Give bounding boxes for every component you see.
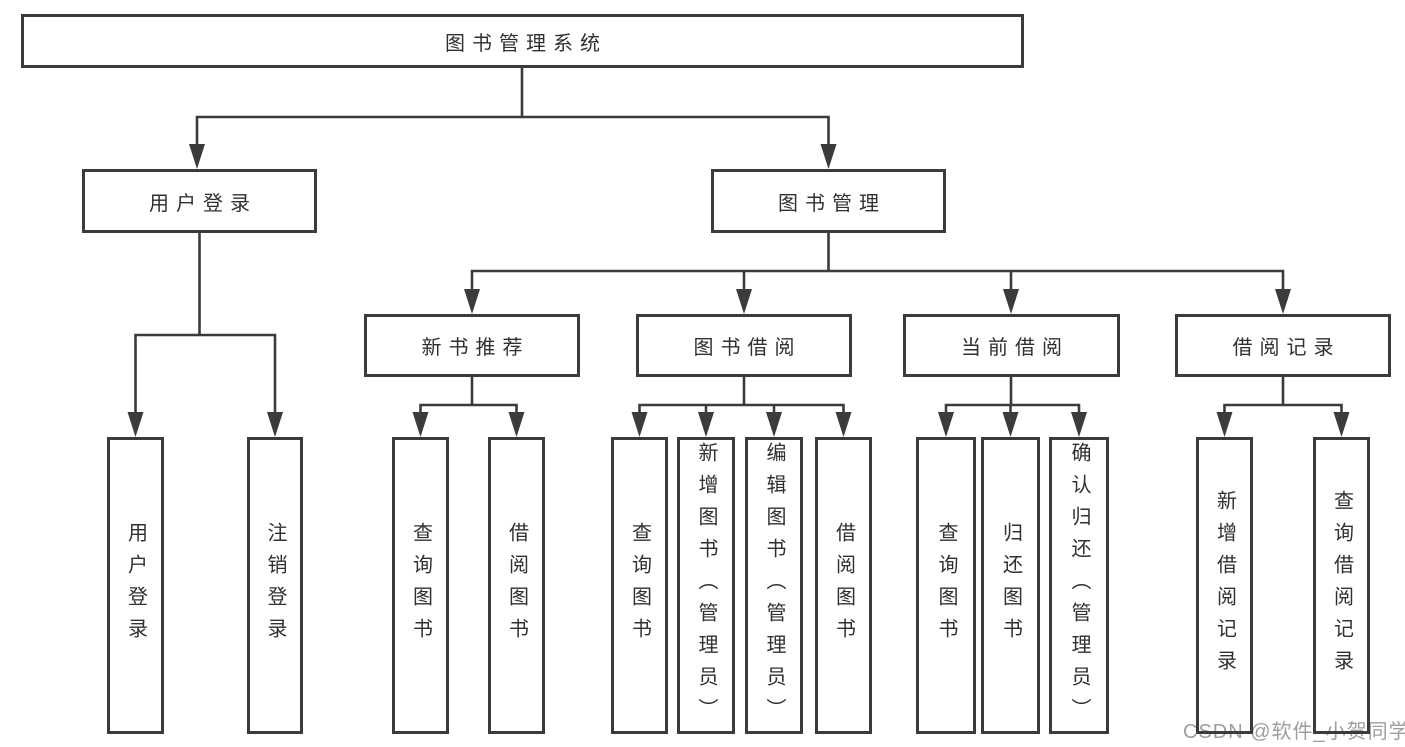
node-label: 图书借阅	[693, 337, 802, 359]
leaf-query-borrow-record: 查询借阅记录	[1313, 437, 1370, 734]
node-new-book-recommendation: 新书推荐	[364, 314, 580, 377]
leaf-logout-login: 注销登录	[247, 437, 303, 734]
arrowhead	[835, 412, 852, 437]
arrowhead	[267, 412, 283, 437]
node-label: 查询图书	[409, 521, 432, 650]
node-label: 注销登录	[264, 521, 286, 650]
node-borrowing-records: 借阅记录	[1175, 314, 1391, 377]
leaf-return-books: 归还图书	[981, 437, 1040, 734]
leaf-borrow-books-recommend: 借阅图书	[488, 437, 545, 734]
node-label: 新增借阅记录	[1213, 489, 1236, 682]
arrowhead	[1275, 289, 1291, 314]
arrowhead	[1002, 412, 1019, 437]
leaf-add-borrow-record: 新增借阅记录	[1196, 437, 1253, 734]
node-label: 当前借阅	[961, 337, 1069, 359]
connector-book-borrowing-to-leaves	[631, 375, 852, 437]
arrowhead	[631, 412, 648, 437]
leaf-borrow-books: 借阅图书	[815, 437, 872, 734]
node-label: 借阅图书	[505, 521, 528, 650]
arrowhead	[736, 289, 752, 314]
leaf-user-login: 用户登录	[107, 437, 164, 734]
node-current-borrowing: 当前借阅	[903, 314, 1120, 377]
arrowhead	[766, 412, 782, 437]
arrowhead	[938, 412, 954, 437]
arrowhead	[1003, 289, 1019, 314]
leaf-query-books-borrowing: 查询图书	[611, 437, 668, 734]
node-user-login: 用户登录	[82, 169, 317, 233]
node-label: 查询图书	[628, 521, 651, 650]
connector-current-borrowing-to-leaves	[938, 375, 1087, 437]
node-label: 借阅图书	[832, 521, 855, 650]
connector-root-to-level2	[189, 66, 837, 169]
arrowhead	[1216, 412, 1233, 437]
leaf-query-books-recommend: 查询图书	[392, 437, 449, 734]
csdn-watermark: CSDN @软件_小贺同学	[1183, 721, 1405, 743]
arrowhead	[698, 412, 714, 437]
arrowhead	[820, 144, 837, 169]
node-label: 查询借阅记录	[1330, 489, 1353, 682]
leaf-add-book-admin: 新增图书（管理员）	[677, 437, 735, 734]
node-label: 编辑图书（管理员）	[763, 441, 785, 730]
node-label: 图书管理系统	[445, 32, 607, 55]
node-book-borrowing: 图书借阅	[636, 314, 852, 377]
connector-book-management-to-level3	[464, 231, 1291, 314]
connector-user-login-to-leaves	[127, 231, 283, 437]
connector-borrowing-records-to-leaves	[1216, 375, 1350, 437]
arrowhead	[1333, 412, 1350, 437]
node-label: 图书管理	[778, 192, 886, 215]
arrowhead	[1071, 412, 1087, 437]
connector-new-book-recommendation-to-leaves	[412, 375, 525, 437]
leaf-confirm-return-admin: 确认归还（管理员）	[1049, 437, 1109, 734]
node-label: 新增图书（管理员）	[695, 441, 717, 730]
leaf-edit-book-admin: 编辑图书（管理员）	[745, 437, 803, 734]
arrowhead	[412, 412, 429, 437]
node-label: 借阅记录	[1232, 337, 1341, 359]
node-label: 新书推荐	[421, 337, 530, 359]
node-label: 归还图书	[999, 521, 1022, 650]
arrowhead	[464, 289, 480, 314]
node-book-management: 图书管理	[711, 169, 946, 233]
node-label: 用户登录	[149, 192, 257, 215]
arrowhead	[508, 412, 525, 437]
node-root-library-management-system: 图书管理系统	[21, 14, 1024, 68]
node-label: 确认归还（管理员）	[1068, 441, 1090, 730]
node-label: 用户登录	[124, 521, 147, 650]
node-label: 查询图书	[935, 521, 957, 650]
arrowhead	[127, 412, 144, 437]
arrowhead	[189, 144, 205, 169]
leaf-query-books-current: 查询图书	[916, 437, 976, 734]
